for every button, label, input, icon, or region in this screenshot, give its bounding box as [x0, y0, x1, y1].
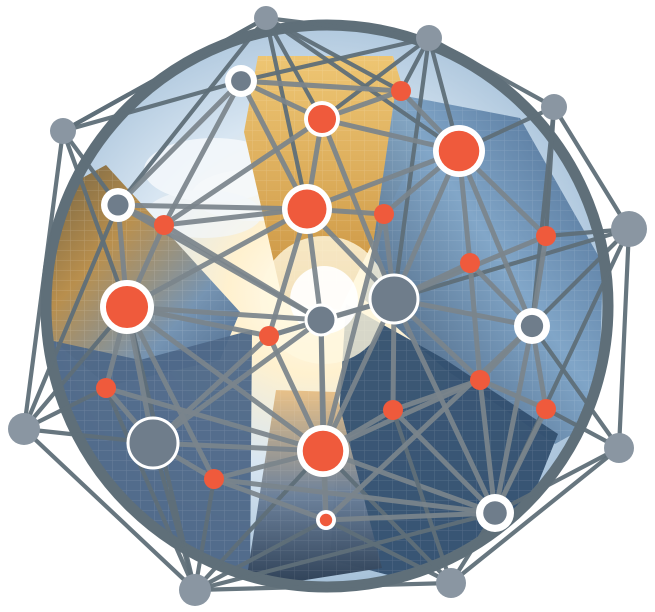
- gray-ring-core: [231, 71, 251, 91]
- gray-ring-core: [483, 501, 507, 525]
- outer-node: [254, 6, 278, 30]
- network-nodes: [8, 6, 647, 606]
- outer-node: [179, 574, 211, 606]
- network-line: [319, 116, 397, 302]
- network-line: [115, 78, 244, 208]
- gray-node: [304, 303, 338, 337]
- network-line: [467, 260, 483, 383]
- network-line: [304, 148, 462, 212]
- network-line: [390, 407, 498, 516]
- gray-node: [126, 416, 180, 470]
- network-line: [192, 448, 326, 593]
- orange-node: [536, 399, 556, 419]
- orange-node: [204, 469, 224, 489]
- network-line: [492, 445, 622, 516]
- network-line: [124, 304, 217, 482]
- network-line: [492, 323, 535, 516]
- network-line: [477, 377, 549, 412]
- outer-node: [50, 118, 76, 144]
- network-line: [103, 385, 326, 454]
- network-line: [426, 35, 557, 110]
- network-line: [60, 15, 269, 134]
- orange-node: [391, 81, 411, 101]
- gray-node: [368, 273, 420, 325]
- network-line: [551, 104, 632, 232]
- network-line: [21, 128, 66, 432]
- network-line: [238, 35, 432, 84]
- network-line: [103, 385, 198, 593]
- network-line: [616, 226, 632, 451]
- network-line: [211, 476, 498, 516]
- network-line: [60, 78, 244, 134]
- network-line: [492, 406, 549, 516]
- network-line: [161, 116, 325, 228]
- network-line: [263, 15, 310, 212]
- orange-ring-core: [105, 285, 149, 329]
- network-line: [477, 377, 498, 516]
- network-line: [529, 226, 632, 329]
- outer-node: [541, 94, 567, 120]
- network-line: [323, 510, 498, 523]
- gray-ring-core: [107, 194, 129, 216]
- outer-node: [436, 568, 466, 598]
- network-line: [391, 226, 632, 302]
- orange-node: [374, 204, 394, 224]
- network-line: [115, 15, 269, 208]
- orange-node: [383, 400, 403, 420]
- network-line: [161, 78, 244, 228]
- network-line: [161, 222, 324, 323]
- network-line: [456, 148, 535, 329]
- gray-ring-core: [520, 314, 544, 338]
- orange-node: [154, 215, 174, 235]
- outer-node: [8, 413, 40, 445]
- network-line: [390, 377, 483, 413]
- network-line: [124, 304, 324, 323]
- orange-ring-core: [302, 430, 344, 472]
- orange-node: [259, 326, 279, 346]
- network-line: [320, 211, 387, 454]
- orange-ring-core: [287, 189, 327, 229]
- network-line: [21, 426, 198, 593]
- network-line: [211, 476, 329, 523]
- network-line: [192, 510, 498, 593]
- network-line: [323, 323, 535, 523]
- network-line: [390, 407, 454, 586]
- network-line: [529, 323, 622, 451]
- network-line: [320, 448, 498, 516]
- orange-node: [470, 370, 490, 390]
- orange-ring-core: [307, 104, 337, 134]
- network-line: [263, 15, 462, 154]
- connection-lines: [21, 15, 632, 593]
- orange-node: [460, 253, 480, 273]
- orange-node: [536, 226, 556, 246]
- orange-ring-core: [438, 130, 480, 172]
- network-line: [192, 517, 329, 593]
- network-line: [391, 148, 462, 302]
- network-line: [238, 78, 404, 94]
- network-line: [150, 317, 324, 446]
- network-line: [60, 128, 130, 310]
- network-line: [319, 35, 432, 122]
- network-line: [192, 580, 454, 593]
- network-line: [320, 296, 397, 454]
- network-line: [115, 202, 310, 212]
- small-orange-ring-core: [319, 513, 333, 527]
- network-line: [323, 517, 454, 586]
- outer-node: [611, 211, 647, 247]
- network-line: [192, 476, 217, 593]
- orange-node: [96, 378, 116, 398]
- network-line: [263, 15, 432, 41]
- outer-node: [604, 433, 634, 463]
- network-line: [150, 440, 326, 454]
- outer-node: [416, 25, 442, 51]
- network-line: [448, 445, 622, 586]
